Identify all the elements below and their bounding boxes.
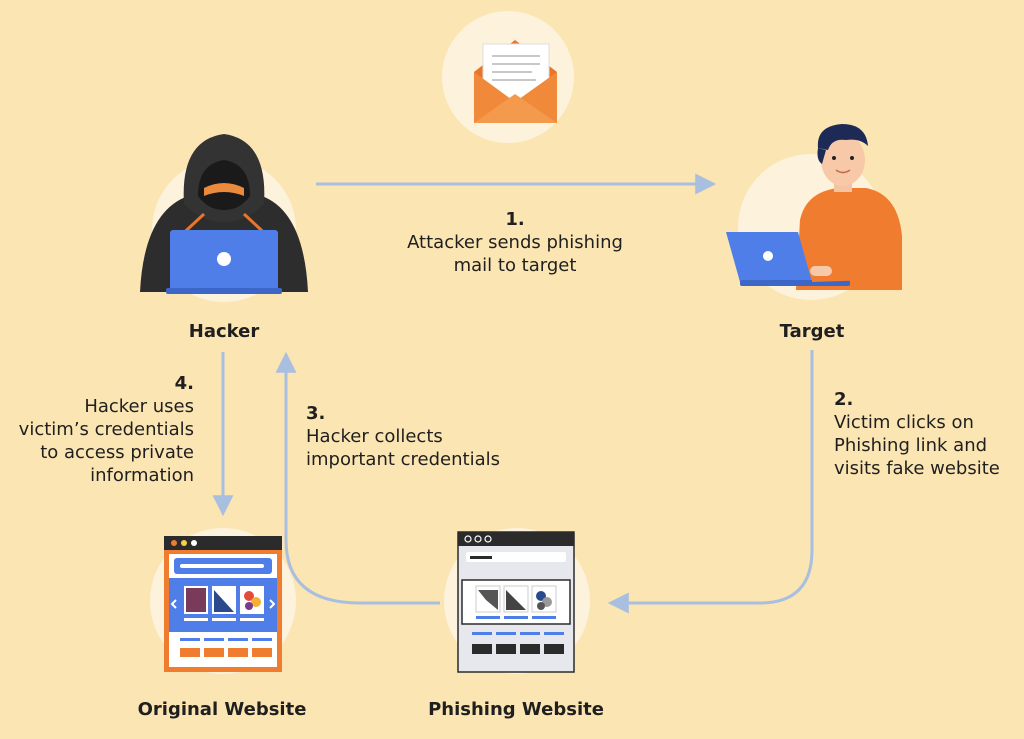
step-3-line-2: important credentials	[306, 449, 501, 470]
envelope-icon	[474, 40, 557, 123]
step-4-label: 4. Hacker uses victim’s credentials to a…	[0, 372, 194, 487]
step-3-label: 3. Hacker collects important credentials	[306, 402, 556, 471]
step-3-number: 3.	[306, 403, 326, 424]
arrow-target-to-phishing	[607, 350, 814, 614]
step-2-number: 2.	[834, 389, 854, 410]
original-website-icon	[164, 536, 282, 672]
step-1-label: 1. Attacker sends phishing mail to targe…	[380, 208, 650, 277]
step-1-line-1: Attacker sends phishing	[407, 232, 623, 253]
step-4-number: 4.	[174, 373, 194, 394]
target-person-icon	[726, 124, 902, 290]
step-2-line-3: visits fake website	[834, 458, 1000, 479]
arrow-phishing-to-hacker	[275, 351, 440, 605]
step-3-line-1: Hacker collects	[306, 426, 443, 447]
step-2-label: 2. Victim clicks on Phishing link and vi…	[834, 388, 1024, 480]
target-label: Target	[779, 321, 845, 342]
step-2-line-2: Phishing link and	[834, 435, 988, 456]
step-4-line-1: Hacker uses	[84, 396, 194, 417]
step-4-line-4: information	[90, 465, 194, 486]
original-website-label: Original Website	[137, 699, 307, 720]
step-1-line-2: mail to target	[453, 255, 577, 276]
step-2-line-1: Victim clicks on	[834, 412, 974, 433]
hacker-label: Hacker	[188, 321, 260, 342]
hacker-icon	[140, 134, 308, 294]
step-1-number: 1.	[505, 209, 525, 230]
step-4-line-2: victim’s credentials	[18, 419, 194, 440]
phishing-website-label: Phishing Website	[428, 699, 604, 720]
phishing-website-icon	[457, 531, 575, 673]
step-4-line-3: to access private	[40, 442, 194, 463]
